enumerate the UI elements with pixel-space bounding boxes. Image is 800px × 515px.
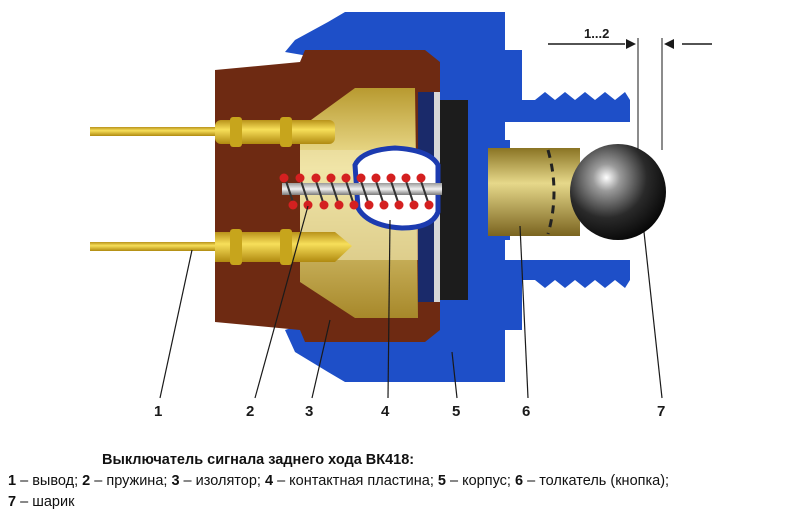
callout-1: 1: [154, 403, 162, 420]
legend-num: 5: [437, 473, 446, 489]
leader-lines: [159, 205, 663, 399]
caption: Выключатель сигнала заднего хода ВК418: …: [0, 450, 800, 513]
callout-numbers: 1 2 3 4 5 6 7: [154, 403, 665, 420]
callout-7: 7: [657, 403, 665, 420]
caption-title: Выключатель сигнала заднего хода ВК418:: [102, 452, 415, 468]
plunger: [488, 148, 580, 236]
legend-num: 7: [8, 494, 17, 510]
callout-5: 5: [452, 403, 460, 420]
legend-text: вывод;: [32, 473, 83, 489]
callout-3: 3: [305, 403, 313, 420]
gap-dimension: [548, 38, 712, 150]
legend-text: контактная пластина;: [289, 473, 438, 489]
legend-text: пружина;: [106, 473, 172, 489]
legend-text: толкатель (кнопка);: [539, 473, 670, 489]
spring: [279, 173, 442, 210]
gap-label: 1...2: [584, 26, 609, 41]
switch-diagram: 1...2 1 2 3 4 5 6 7: [90, 12, 712, 420]
legend-line-1: 1 – вывод; 2 – пружина; 3 – изолятор; 4 …: [8, 473, 670, 489]
legend-num: 1: [8, 473, 17, 489]
legend-num: 3: [171, 473, 180, 489]
legend-num: 2: [82, 473, 91, 489]
ball: [570, 144, 666, 240]
terminals: [90, 117, 352, 265]
legend-num: 6: [514, 473, 524, 489]
callout-4: 4: [381, 403, 390, 420]
legend-num: 4: [264, 473, 274, 489]
callout-6: 6: [522, 403, 530, 420]
legend-text: корпус;: [462, 473, 515, 489]
legend-text: шарик: [32, 494, 75, 510]
legend-text: изолятор;: [195, 473, 265, 489]
legend-line-2: 7 – шарик: [8, 494, 75, 510]
callout-2: 2: [246, 403, 254, 420]
